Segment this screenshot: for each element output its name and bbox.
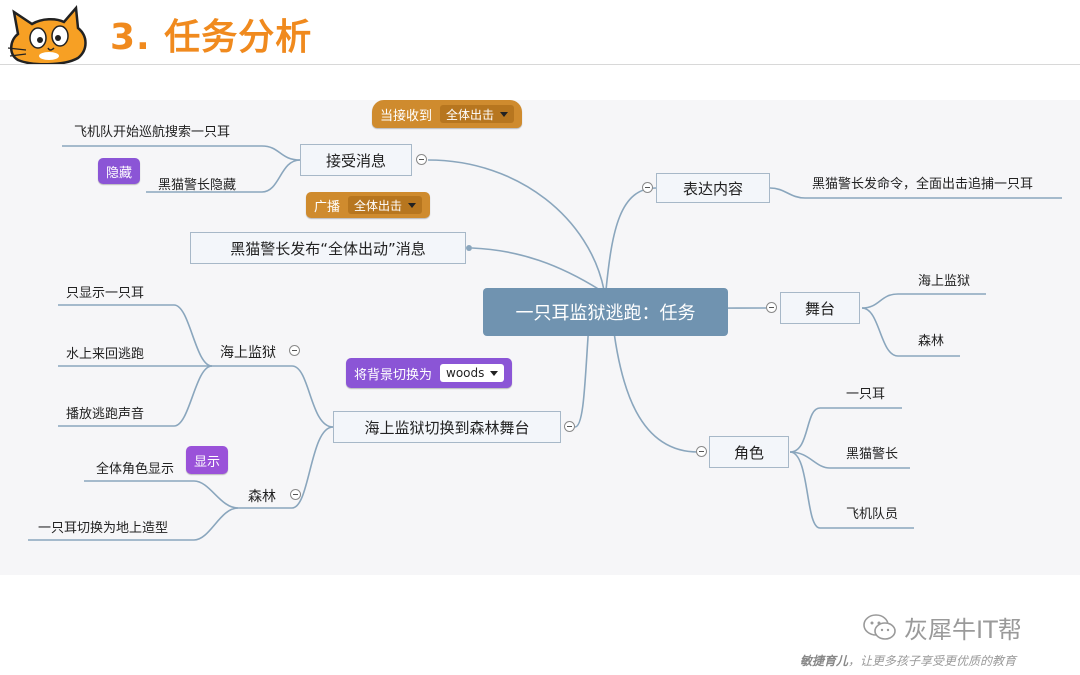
leaf-black-cat-hide: 黑猫警长隐藏 [158, 174, 236, 193]
node-receive-message-label: 接受消息 [326, 150, 386, 171]
collapse-roles-icon[interactable] [696, 446, 707, 457]
dropdown-arrow-icon [408, 203, 416, 208]
leaf-command: 黑猫警长发命令，全面出击追捕一只耳 [812, 173, 1033, 192]
dropdown-arrow-icon [490, 371, 498, 376]
footer-brand: 灰犀牛IT帮 [904, 610, 1022, 645]
show-block[interactable]: 显示 [186, 446, 228, 474]
show-block-label: 显示 [194, 451, 220, 470]
leaf-play-sound: 播放逃跑声音 [66, 403, 144, 422]
when-receive-label: 当接收到 [380, 105, 432, 124]
when-receive-value: 全体出击 [446, 106, 494, 123]
node-receive-message[interactable]: 接受消息 [300, 144, 412, 176]
leaf-role-pilots: 飞机队员 [846, 503, 898, 522]
switch-backdrop-dropdown[interactable]: woods [440, 364, 504, 382]
leaf-role-yizhier: 一只耳 [846, 383, 885, 402]
broadcast-connector-dot [466, 245, 472, 251]
leaf-plane-search: 飞机队开始巡航搜索一只耳 [74, 121, 230, 140]
page-title: 3. 任务分析 [110, 8, 312, 60]
central-topic[interactable]: 一只耳监狱逃跑：任务 [483, 288, 728, 336]
node-roles[interactable]: 角色 [709, 436, 789, 468]
node-broadcast-label: 黑猫警长发布“全体出动”消息 [230, 238, 426, 259]
header: 3. 任务分析 [0, 0, 1080, 66]
footer-slogan: 敏捷育儿，让更多孩子享受更优质的教育 [800, 652, 1016, 669]
leaf-ground-costume: 一只耳切换为地上造型 [38, 517, 168, 536]
dropdown-arrow-icon [500, 112, 508, 117]
hide-block-label: 隐藏 [106, 162, 132, 181]
broadcast-block[interactable]: 广播 全体出击 [306, 192, 430, 218]
broadcast-value: 全体出击 [354, 197, 402, 214]
mindmap-canvas: 接受消息 当接收到 全体出击 飞机队开始巡航搜索一只耳 黑猫警长隐藏 隐藏 广播… [0, 100, 1080, 575]
collapse-switch-icon[interactable] [564, 421, 575, 432]
broadcast-dropdown[interactable]: 全体出击 [348, 196, 422, 214]
sub-forest[interactable]: 森林 [248, 486, 276, 506]
footer-logo: 灰犀牛IT帮 [862, 610, 1022, 645]
node-switch-stage[interactable]: 海上监狱切换到森林舞台 [333, 411, 561, 443]
node-switch-stage-label: 海上监狱切换到森林舞台 [364, 417, 529, 438]
sub-sea-prison[interactable]: 海上监狱 [220, 342, 276, 362]
broadcast-label: 广播 [314, 196, 340, 215]
collapse-forest-icon[interactable] [290, 489, 301, 500]
leaf-all-show: 全体角色显示 [96, 458, 174, 477]
node-broadcast[interactable]: 黑猫警长发布“全体出动”消息 [190, 232, 466, 264]
collapse-express-icon[interactable] [642, 182, 653, 193]
leaf-stage-sea: 海上监狱 [918, 270, 970, 289]
switch-backdrop-label: 将背景切换为 [354, 364, 432, 383]
collapse-sea-icon[interactable] [289, 345, 300, 356]
node-express-label: 表达内容 [683, 178, 743, 199]
leaf-role-black-cat: 黑猫警长 [846, 443, 898, 462]
header-divider [0, 64, 1080, 65]
scratch-cat-logo [4, 4, 100, 64]
node-roles-label: 角色 [734, 442, 764, 463]
when-receive-dropdown[interactable]: 全体出击 [440, 105, 514, 123]
collapse-stage-icon[interactable] [766, 302, 777, 313]
footer-slogan-bold: 敏捷育儿 [800, 654, 848, 668]
collapse-receive-icon[interactable] [416, 154, 427, 165]
hide-block[interactable]: 隐藏 [98, 158, 140, 184]
node-express[interactable]: 表达内容 [656, 173, 770, 203]
wechat-icon [862, 613, 898, 643]
when-receive-block[interactable]: 当接收到 全体出击 [372, 100, 522, 128]
central-topic-label: 一只耳监狱逃跑：任务 [516, 299, 696, 325]
footer-slogan-rest: ，让更多孩子享受更优质的教育 [848, 654, 1016, 668]
leaf-stage-forest: 森林 [918, 330, 944, 349]
leaf-show-yizhier: 只显示一只耳 [66, 282, 144, 301]
node-stage-label: 舞台 [805, 298, 835, 319]
switch-backdrop-value: woods [446, 366, 484, 380]
node-stage[interactable]: 舞台 [780, 292, 860, 324]
leaf-water-run: 水上来回逃跑 [66, 343, 144, 362]
switch-backdrop-block[interactable]: 将背景切换为 woods [346, 358, 512, 388]
